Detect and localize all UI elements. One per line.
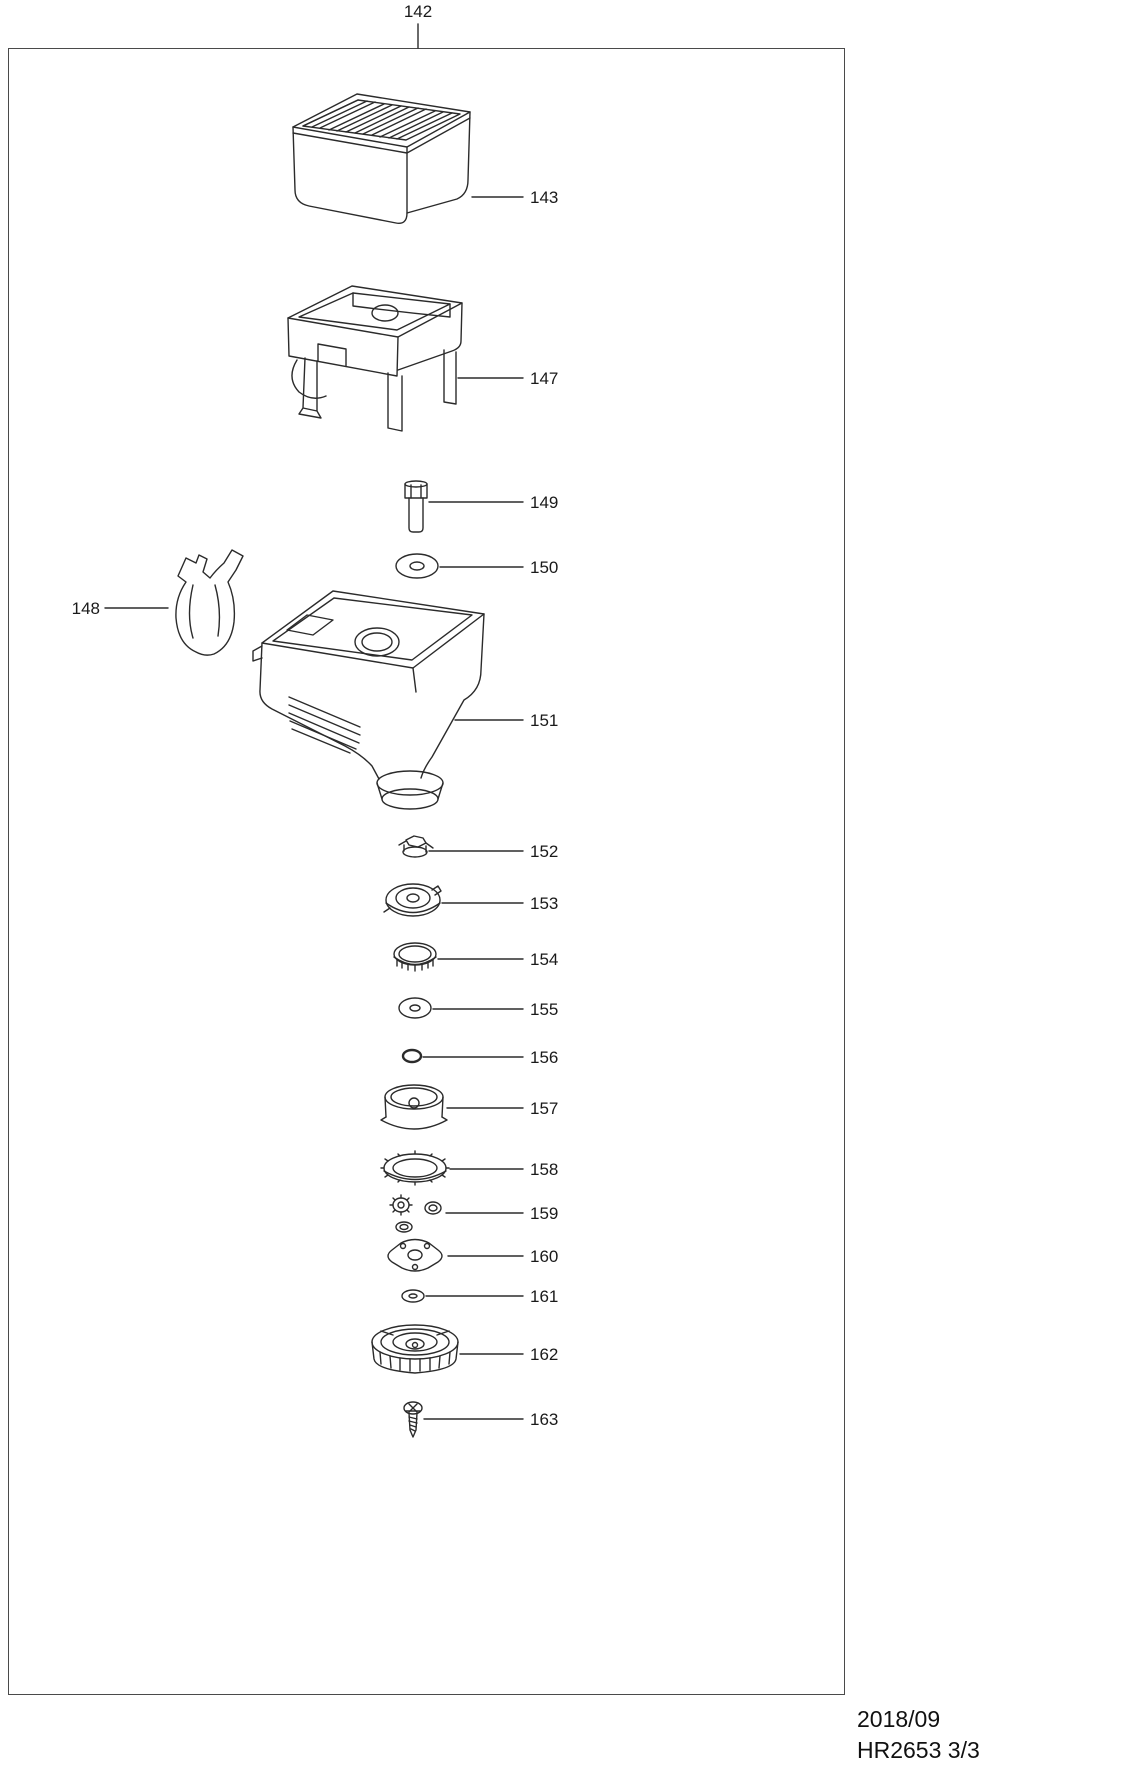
part-152-drawing xyxy=(398,835,524,858)
part-149-drawing xyxy=(404,480,524,533)
part-number-156: 156 xyxy=(530,1048,559,1067)
part-number-155: 155 xyxy=(530,1000,559,1019)
part-number-142: 142 xyxy=(403,2,433,21)
part-160-drawing xyxy=(387,1238,524,1272)
part-number-159: 159 xyxy=(530,1204,559,1223)
part-156-drawing xyxy=(401,1048,524,1064)
part-number-158: 158 xyxy=(530,1160,559,1179)
part-number-161: 161 xyxy=(530,1287,559,1306)
part-number-163: 163 xyxy=(530,1410,559,1429)
part-number-150: 150 xyxy=(530,558,559,577)
part-161-drawing xyxy=(401,1289,524,1303)
part-162-drawing xyxy=(371,1324,524,1374)
part-148-drawing xyxy=(104,549,244,656)
footer: 2018/09 HR2653 3/3 xyxy=(857,1704,980,1766)
part-150-drawing xyxy=(395,553,524,579)
part-158-drawing xyxy=(380,1150,524,1186)
footer-model-page: HR2653 3/3 xyxy=(857,1737,980,1763)
part-number-160: 160 xyxy=(530,1247,559,1266)
part-number-162: 162 xyxy=(530,1345,559,1364)
part-number-157: 157 xyxy=(530,1099,559,1118)
part-153-drawing xyxy=(383,883,524,917)
part-151-drawing xyxy=(252,590,524,810)
part-number-152: 152 xyxy=(530,842,559,861)
part-number-148: 148 xyxy=(71,599,100,618)
part-147-drawing xyxy=(287,285,524,432)
part-number-151: 151 xyxy=(530,711,559,730)
part-number-153: 153 xyxy=(530,894,559,913)
diagram-frame xyxy=(8,48,845,1695)
part-157-drawing xyxy=(380,1084,524,1130)
part-159-drawing xyxy=(389,1194,524,1233)
part-number-154: 154 xyxy=(530,950,559,969)
footer-date: 2018/09 xyxy=(857,1706,941,1732)
part-number-143: 143 xyxy=(530,188,559,207)
part-163-drawing xyxy=(403,1401,524,1438)
part-143-drawing xyxy=(292,93,524,224)
part-number-147: 147 xyxy=(530,369,559,388)
part-155-drawing xyxy=(398,997,524,1019)
part-154-drawing xyxy=(393,942,524,972)
part-number-149: 149 xyxy=(530,493,559,512)
